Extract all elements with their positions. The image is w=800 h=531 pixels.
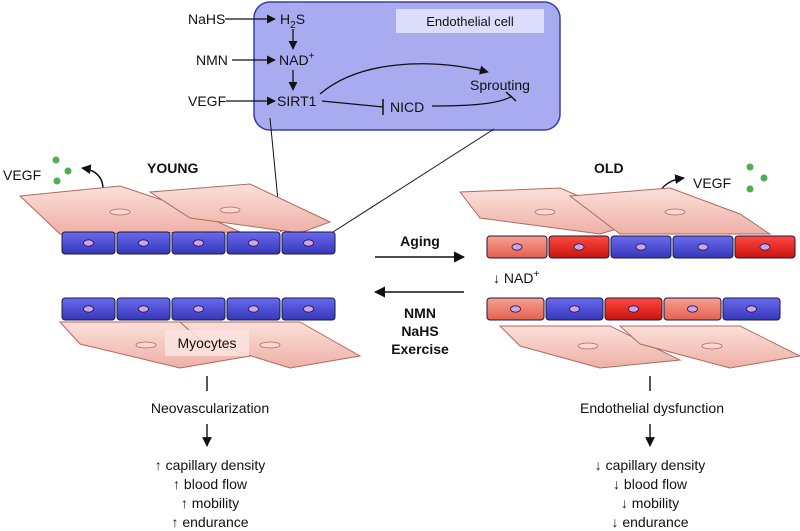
myocyte-layer-top xyxy=(459,187,772,235)
inhibit-nicd-sprouting xyxy=(431,95,513,107)
sprouting-label: Sprouting xyxy=(470,77,530,93)
cell-nucleus xyxy=(193,239,204,247)
cell-nucleus xyxy=(138,305,149,313)
old-effect: ↓ capillary density xyxy=(595,457,706,473)
myocytes-label: Myocytes xyxy=(177,335,236,351)
old-outcome: Endothelial dysfunction xyxy=(580,400,724,416)
young-vegf-label: VEGF xyxy=(3,167,41,183)
myocyte-layer-top xyxy=(18,183,332,235)
inset-title: Endothelial cell xyxy=(426,14,514,29)
cell-nucleus xyxy=(83,239,94,247)
cell-nucleus xyxy=(569,305,580,313)
myocyte-nucleus xyxy=(577,342,599,350)
myocyte-nucleus xyxy=(135,341,157,349)
young-effect: ↑ capillary density xyxy=(155,457,266,473)
rescue-label-nmn: NMN xyxy=(404,305,436,321)
inset-title-bg xyxy=(396,9,544,33)
transition-arrows: Aging NMN NaHS Exercise xyxy=(373,233,466,357)
cell-nucleus xyxy=(759,243,771,251)
cell-nucleus xyxy=(697,243,709,251)
h2s-label: H2S xyxy=(280,11,305,31)
myocyte-nucleus xyxy=(109,208,131,216)
nad-decrease-label: ↓ NAD+ xyxy=(493,269,539,286)
cell-nucleus xyxy=(303,305,314,313)
myocyte-nucleus xyxy=(219,206,241,214)
myocyte xyxy=(148,183,332,234)
input-vegf: VEGF xyxy=(188,93,226,109)
young-effect: ↑ endurance xyxy=(171,514,248,530)
vessel-row-bottom xyxy=(61,297,336,321)
vessel-row-top xyxy=(486,235,796,259)
nad-label: NAD+ xyxy=(279,51,315,68)
old-effect: ↓ blood flow xyxy=(613,476,688,492)
vegf-dot xyxy=(760,174,768,182)
vegf-dot xyxy=(64,167,72,175)
vessel-row-top xyxy=(61,231,336,255)
old-effect: ↓ mobility xyxy=(621,495,679,511)
old-vegf-label: VEGF xyxy=(693,175,731,191)
nicd-label: NICD xyxy=(390,99,424,115)
old-effect: ↓ endurance xyxy=(611,514,688,530)
young-effect: ↑ mobility xyxy=(181,495,239,511)
cell-nucleus xyxy=(628,305,639,313)
cell-nucleus xyxy=(248,305,259,313)
cell-nucleus xyxy=(138,239,149,247)
inhibit-sirt1-nicd xyxy=(321,100,384,108)
cell-nucleus xyxy=(573,243,585,251)
myocyte-nucleus xyxy=(664,208,686,216)
cell-nucleus xyxy=(687,305,698,313)
input-nahs: NaHS xyxy=(188,11,225,27)
young-panel: YOUNG VEGF Myocytes Neovascularization ↑… xyxy=(3,156,362,530)
rescue-label-nahs: NaHS xyxy=(401,323,438,339)
cell-nucleus xyxy=(746,305,757,313)
vegf-dot xyxy=(53,177,61,185)
myocyte-layer-bottom xyxy=(498,325,800,369)
old-title: OLD xyxy=(594,160,624,176)
cell-nucleus xyxy=(83,305,94,313)
zoom-line-right xyxy=(332,128,495,233)
sirt1-label: SIRT1 xyxy=(277,93,317,109)
cell-nucleus xyxy=(510,305,521,313)
old-panel: OLD VEGF ↓ NAD+ Endothelial dysfunction … xyxy=(459,160,800,530)
inset-box xyxy=(253,1,561,131)
cell-nucleus xyxy=(635,243,647,251)
vegf-dot xyxy=(52,156,60,164)
young-effect: ↑ blood flow xyxy=(173,476,248,492)
arrow-sirt1-sprouting xyxy=(319,63,489,95)
cell-nucleus xyxy=(193,305,204,313)
cell-nucleus xyxy=(248,239,259,247)
aging-label: Aging xyxy=(400,233,440,249)
myocyte-nucleus xyxy=(534,208,556,216)
rescue-label-exercise: Exercise xyxy=(391,341,449,357)
input-nmn: NMN xyxy=(196,52,228,68)
young-title: YOUNG xyxy=(147,160,198,176)
myocytes-label-bg xyxy=(165,330,249,356)
endothelial-cell-inset: Endothelial cell NaHS H2S NMN NAD+ VEGF … xyxy=(188,1,561,131)
myocyte-nucleus xyxy=(701,342,723,350)
vegf-dot xyxy=(746,163,754,171)
myocyte-nucleus xyxy=(259,341,281,349)
young-outcome: Neovascularization xyxy=(151,400,269,416)
cell-nucleus xyxy=(511,243,523,251)
vegf-dot xyxy=(746,185,754,193)
inhibit-bar-2 xyxy=(505,91,517,102)
cell-nucleus xyxy=(303,239,314,247)
vessel-row-bottom xyxy=(486,297,781,321)
